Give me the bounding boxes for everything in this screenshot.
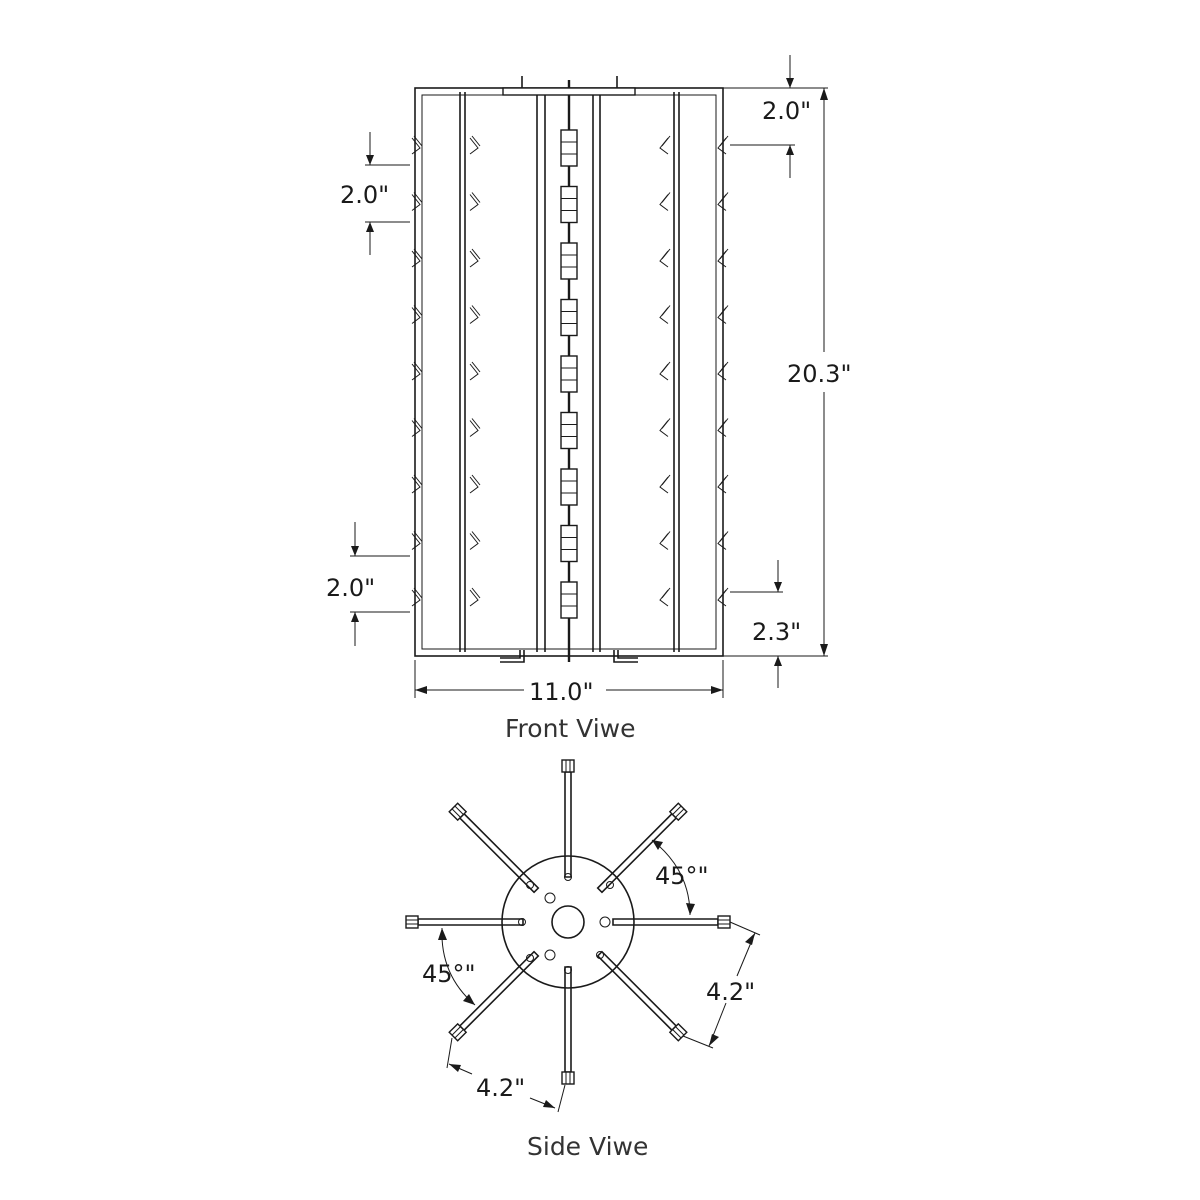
clip <box>469 305 481 324</box>
clip <box>717 474 729 494</box>
spoke <box>564 966 572 1073</box>
label-angle-right: 45°" <box>655 862 709 890</box>
clip <box>411 531 423 550</box>
clip <box>659 248 671 268</box>
clip <box>717 192 729 211</box>
hinge-block <box>560 468 578 506</box>
clip <box>659 474 671 494</box>
side-view: 45°" 45°" 4.2" 4.2" <box>405 759 761 1161</box>
spoke <box>612 918 719 926</box>
clip <box>659 587 671 607</box>
spoke <box>417 918 524 926</box>
spoke-end-cap <box>717 915 731 929</box>
clip <box>659 418 671 437</box>
clip <box>469 192 481 211</box>
spoke-end-cap <box>561 1071 575 1085</box>
side-clips <box>411 135 729 607</box>
spoke-end-cap <box>405 915 419 929</box>
hub-disc <box>501 855 635 989</box>
label-left-spacing-top: 2.0" <box>340 181 389 209</box>
clip <box>411 192 423 211</box>
spoke <box>564 771 572 878</box>
spoke-end-cap <box>448 802 468 822</box>
hinge-block <box>560 581 578 619</box>
clip <box>469 418 481 437</box>
clip <box>411 305 423 324</box>
dim-left-spacing-bottom: 2.0" <box>326 522 410 646</box>
clip <box>469 587 481 607</box>
label-span-bottom: 4.2" <box>476 1074 525 1102</box>
clip <box>469 248 481 268</box>
clip <box>411 361 423 381</box>
clip <box>469 361 481 381</box>
spoke-end-cap <box>561 759 575 773</box>
hinge-block <box>560 129 578 167</box>
bottom-tabs <box>500 650 638 663</box>
clip <box>411 418 423 437</box>
front-view: 2.0" 20.3" 2.3" 2.0" <box>326 55 851 743</box>
clip <box>411 248 423 268</box>
label-height: 20.3" <box>787 360 851 388</box>
dim-angle-left: 45°" <box>422 927 476 1006</box>
clip <box>659 531 671 550</box>
clip <box>659 192 671 211</box>
spokes <box>405 759 731 1085</box>
spoke-end-cap <box>668 1022 688 1042</box>
hinge-block <box>560 355 578 393</box>
hinge-block <box>560 411 578 450</box>
hinge-block <box>560 185 578 224</box>
label-angle-left: 45°" <box>422 960 476 988</box>
dim-top-offset: 2.0" <box>723 55 828 178</box>
hinge-blocks <box>560 129 578 619</box>
clip <box>717 418 729 437</box>
clip <box>717 531 729 550</box>
center-hole <box>551 905 585 939</box>
clip <box>717 361 729 381</box>
hinge-block <box>560 298 578 337</box>
spoke <box>596 950 678 1032</box>
front-view-caption: Front Viwe <box>505 714 636 743</box>
clip <box>717 135 729 155</box>
clip <box>717 305 729 324</box>
dim-angle-right: 45°" <box>651 839 709 916</box>
label-bottom-offset: 2.3" <box>752 618 801 646</box>
dim-height: 20.3" <box>723 88 851 657</box>
clip <box>469 474 481 494</box>
clip <box>411 587 423 607</box>
hinge-block <box>560 242 578 280</box>
hinge-block <box>560 524 578 563</box>
clip <box>717 248 729 268</box>
spoke-end-cap <box>448 1022 468 1042</box>
clip <box>469 531 481 550</box>
clip <box>659 305 671 324</box>
dim-left-spacing-top: 2.0" <box>340 132 410 255</box>
dim-span-bottom: 4.2" <box>446 1037 566 1113</box>
spoke-end-cap <box>668 802 688 822</box>
clip <box>717 587 729 607</box>
dim-width: 11.0" <box>414 660 724 706</box>
spoke <box>458 812 540 894</box>
clip <box>411 135 423 155</box>
label-top-offset: 2.0" <box>762 97 811 125</box>
clip <box>469 135 481 155</box>
dim-span-right: 4.2" <box>682 921 761 1049</box>
label-left-spacing-bottom: 2.0" <box>326 574 375 602</box>
dim-bottom-offset: 2.3" <box>730 560 801 688</box>
clip <box>659 135 671 155</box>
label-width: 11.0" <box>529 678 593 706</box>
top-hub <box>502 76 636 96</box>
clip <box>411 474 423 494</box>
clip <box>659 361 671 381</box>
side-view-caption: Side Viwe <box>527 1132 648 1161</box>
label-span-right: 4.2" <box>706 978 755 1006</box>
